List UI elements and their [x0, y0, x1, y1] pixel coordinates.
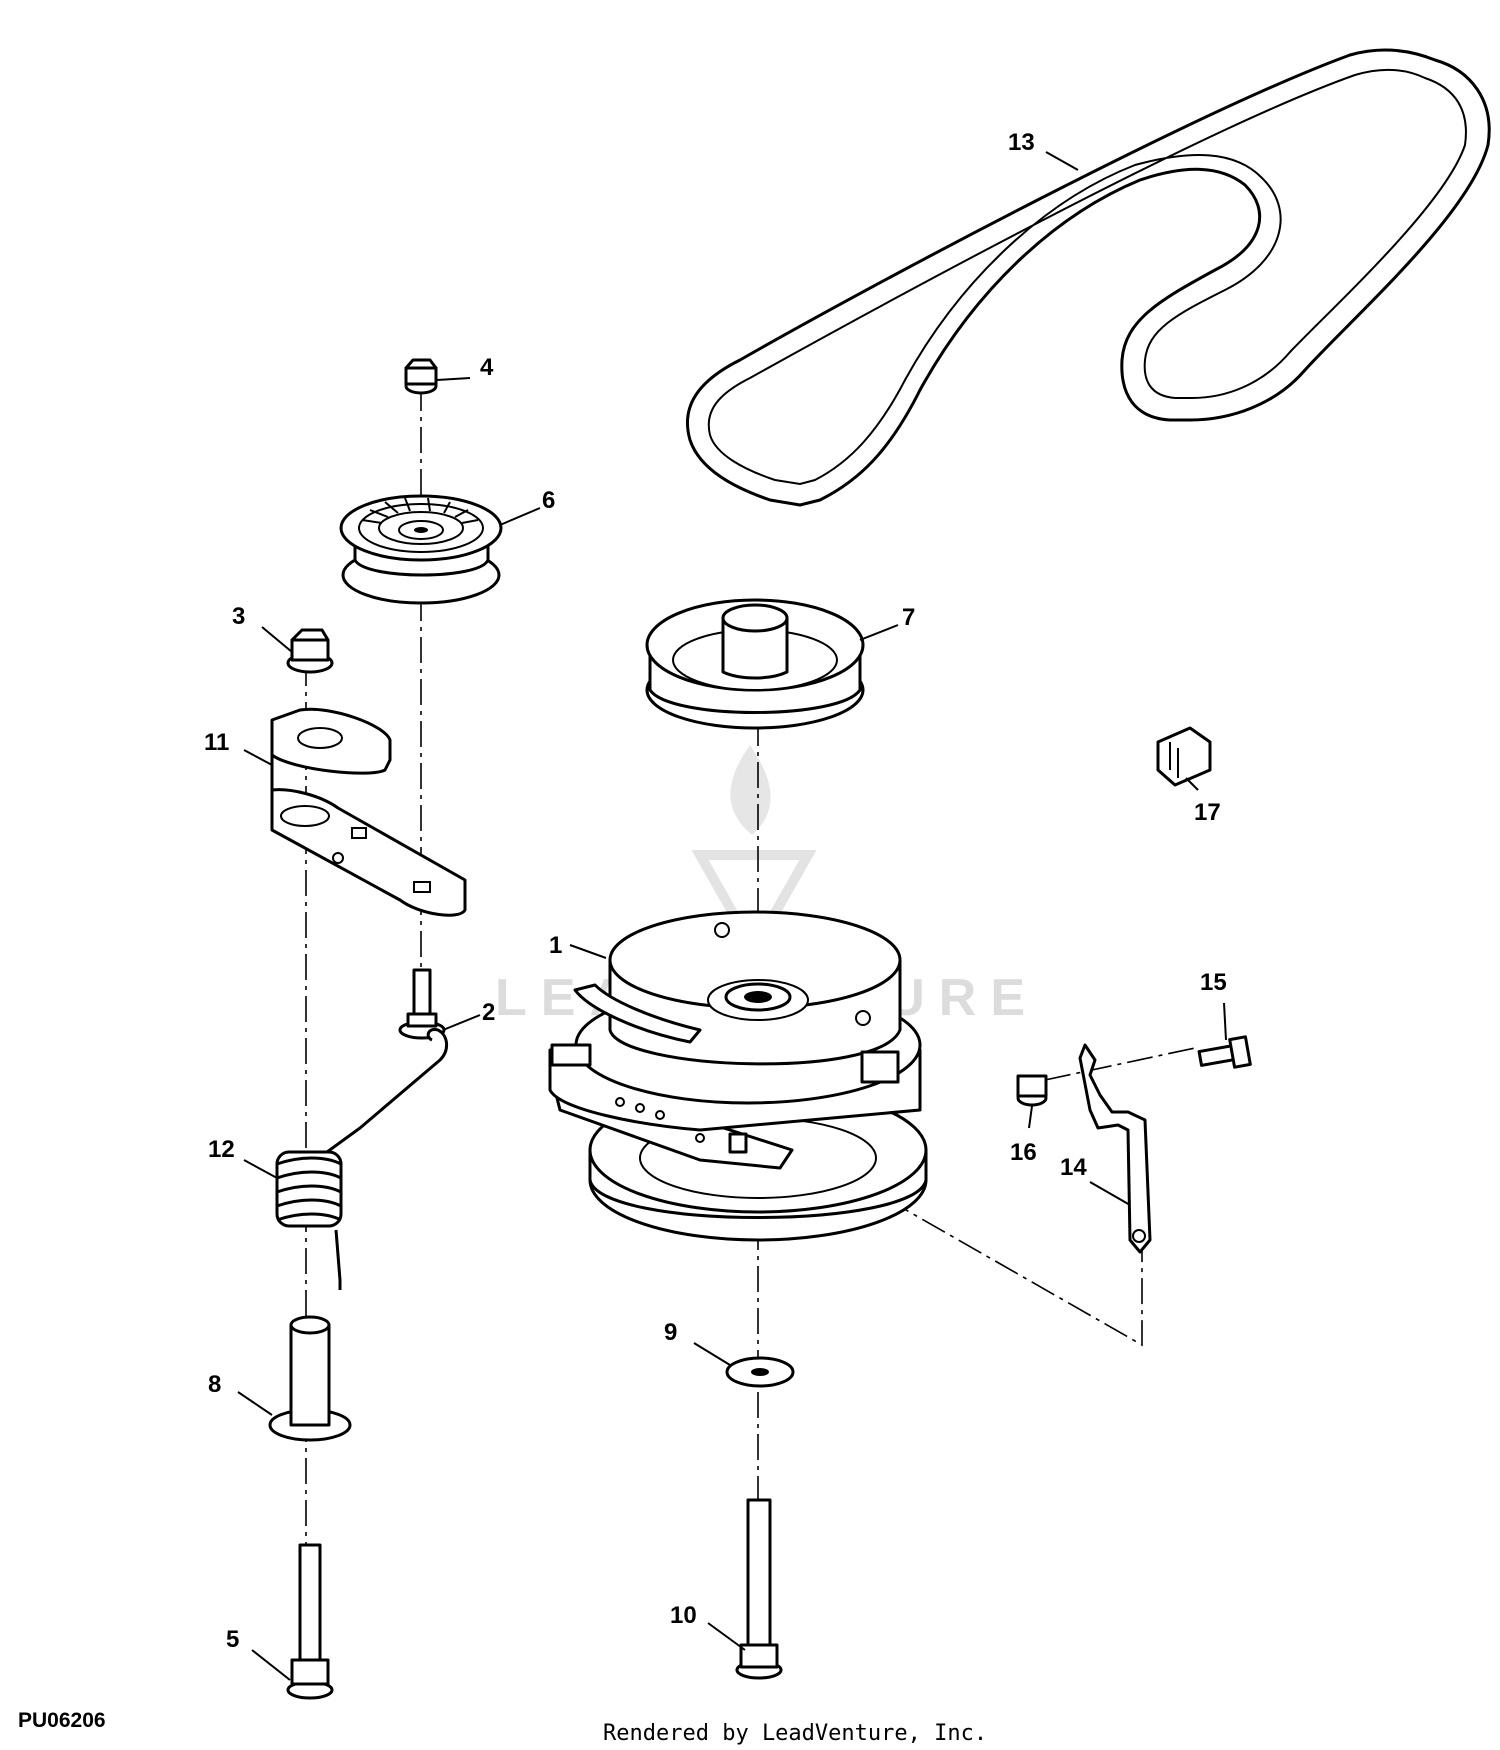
flange-nut-arm — [286, 628, 334, 674]
arm-bolt — [286, 1543, 334, 1700]
callout-14: 14 — [1060, 1154, 1087, 1181]
callout-17: 17 — [1194, 799, 1221, 826]
clutch-washer — [725, 1356, 795, 1388]
callout-6: 6 — [542, 487, 555, 514]
callout-1: 1 — [549, 932, 562, 959]
callout-12: 12 — [208, 1136, 235, 1163]
callout-10: 10 — [670, 1602, 697, 1629]
leader-lines — [237, 151, 1227, 1681]
idler-pulley — [339, 494, 503, 605]
bracket-bolt — [1197, 1035, 1252, 1069]
bracket-nut — [1016, 1074, 1048, 1107]
callouts: 1 2 3 4 5 6 7 8 9 10 11 12 13 14 15 16 1… — [204, 129, 1227, 1653]
idler-arm — [270, 707, 467, 917]
flange-nut-top — [404, 358, 438, 395]
callout-5: 5 — [226, 1626, 239, 1653]
callout-7: 7 — [902, 604, 915, 631]
axis-bracket-link — [739, 1114, 1143, 1347]
callout-15: 15 — [1200, 969, 1227, 996]
callout-13: 13 — [1008, 129, 1035, 156]
callout-4: 4 — [480, 354, 494, 381]
wire-connector — [1156, 726, 1212, 787]
clutch-bolt — [735, 1498, 783, 1680]
callout-16: 16 — [1010, 1139, 1037, 1166]
callout-11: 11 — [204, 729, 229, 756]
watermark-chevron-icon — [691, 850, 817, 961]
idler-bolt — [398, 968, 446, 1040]
callout-8: 8 — [208, 1371, 221, 1398]
drive-belt — [685, 48, 1491, 507]
axis-bracket-bolt — [1044, 1047, 1196, 1081]
watermark-flame-icon — [730, 745, 771, 835]
torsion-spring — [275, 1027, 448, 1290]
callout-9: 9 — [664, 1319, 677, 1346]
belt-inner — [707, 68, 1467, 486]
render-credit: Rendered by LeadVenture, Inc. — [603, 1721, 987, 1746]
anti-rotation-bracket — [1078, 1043, 1152, 1254]
callout-2: 2 — [482, 999, 495, 1026]
figure-id: PU06206 — [18, 1709, 106, 1732]
idler-pulley-ribs — [361, 497, 479, 524]
pto-clutch — [548, 910, 928, 1242]
flange-bushing — [268, 1315, 352, 1442]
drive-pulley — [645, 598, 865, 730]
callout-3: 3 — [232, 603, 245, 630]
